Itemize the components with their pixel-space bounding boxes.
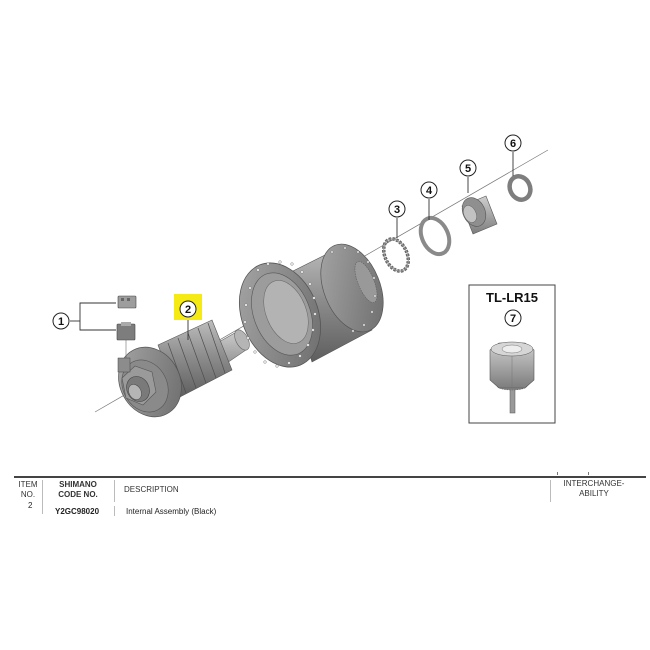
part-lock-ring[interactable] bbox=[506, 173, 534, 203]
cell-code: Y2GC98020 bbox=[55, 507, 100, 516]
tool-box-tl-lr15: TL-LR15 7 bbox=[468, 284, 556, 424]
svg-text:3: 3 bbox=[394, 204, 400, 216]
header-description: DESCRIPTION bbox=[124, 485, 179, 494]
svg-text:6: 6 bbox=[510, 138, 516, 150]
callout-6[interactable]: 6 bbox=[504, 134, 522, 152]
header-shimano-code: SHIMANO CODE NO. bbox=[48, 480, 108, 500]
column-divider bbox=[42, 480, 43, 514]
parts-table: ITEM NO. SHIMANO CODE NO. DESCRIPTION IN… bbox=[0, 472, 650, 536]
header-interchangeability: INTERCHANGE- ABILITY bbox=[554, 479, 634, 499]
callout-4[interactable]: 4 bbox=[420, 181, 438, 199]
callout-2[interactable]: 2 bbox=[179, 300, 197, 318]
part-bearing-retainer[interactable] bbox=[379, 235, 413, 275]
column-divider bbox=[114, 480, 115, 502]
header-code-line2: CODE NO. bbox=[58, 490, 98, 499]
svg-text:1: 1 bbox=[58, 316, 64, 328]
svg-text:5: 5 bbox=[465, 163, 471, 175]
svg-text:4: 4 bbox=[426, 185, 433, 197]
tool-title: TL-LR15 bbox=[486, 290, 538, 305]
header-item-no-line2: NO. bbox=[20, 490, 36, 499]
part-pawl-set[interactable] bbox=[116, 295, 137, 358]
part-internal-assembly[interactable] bbox=[107, 319, 253, 428]
header-item-no: ITEM NO. bbox=[14, 480, 42, 500]
exploded-parts-diagram: 1 2 3 4 5 6 TL-LR15 7 bbox=[52, 134, 556, 428]
column-divider bbox=[550, 480, 551, 502]
header-item-no-line1: ITEM bbox=[18, 480, 38, 489]
svg-text:7: 7 bbox=[510, 313, 516, 325]
header-code-line1: SHIMANO bbox=[59, 480, 97, 489]
table-top-rule bbox=[14, 476, 646, 478]
part-washer[interactable] bbox=[415, 213, 455, 258]
part-hub-shell bbox=[238, 243, 384, 368]
rule-tick bbox=[557, 472, 558, 475]
cell-item-no: 2 bbox=[28, 501, 33, 510]
column-divider bbox=[114, 506, 115, 516]
callout-leaders bbox=[70, 152, 514, 343]
callout-3[interactable]: 3 bbox=[388, 200, 406, 218]
svg-text:2: 2 bbox=[185, 304, 191, 316]
callout-7[interactable]: 7 bbox=[504, 309, 522, 327]
header-interchange-line2: ABILITY bbox=[579, 489, 609, 498]
header-interchange-line1: INTERCHANGE- bbox=[563, 479, 625, 488]
rule-tick bbox=[588, 472, 589, 475]
part-lockring-tool[interactable] bbox=[489, 341, 535, 414]
cell-description: Internal Assembly (Black) bbox=[126, 507, 217, 516]
callout-5[interactable]: 5 bbox=[459, 159, 477, 177]
callout-1[interactable]: 1 bbox=[52, 312, 70, 330]
part-cone[interactable] bbox=[458, 194, 498, 235]
